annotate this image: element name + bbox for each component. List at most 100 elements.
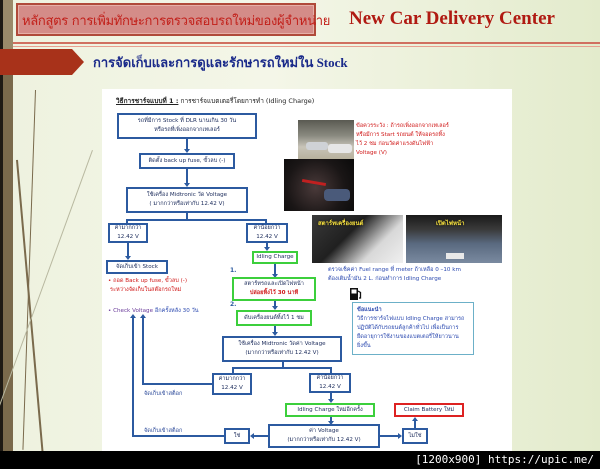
header-divider [13, 42, 600, 44]
flow-start-box: รถที่มีการ Stock ที่ DLR นานเกิน 30 วัน … [117, 113, 257, 139]
connector [126, 219, 266, 221]
step-number: 2. [230, 301, 237, 308]
connector [132, 435, 224, 437]
connector [274, 326, 276, 334]
flow-text: ไม่ใช่ [408, 432, 422, 439]
flow-step2-box: ดับเครื่องยนต์ทิ้งไว้ 1 ชม [236, 310, 312, 326]
method-description: การชาร์จแบตเตอรี่โดยการทำ (Idling Charge… [180, 97, 315, 105]
connector [186, 169, 188, 185]
flow-text: Idling Charge [256, 254, 294, 260]
arrow-down-icon [184, 183, 190, 187]
flow-text: ค่าน้อยกว่า [316, 375, 344, 381]
connector [274, 301, 276, 309]
brand-title: New Car Delivery Center [349, 8, 555, 29]
arrow-down-icon [125, 256, 131, 260]
decor-grass-line [22, 90, 36, 450]
bullet-text: • Check Voltage [108, 308, 154, 314]
arrow-up-icon [140, 314, 146, 318]
slide-edge [0, 0, 3, 451]
bullet-check-voltage: • Check Voltage อีกครั้งหลัง 30 วัน [108, 307, 199, 316]
flow-idling-again-box: Idling Charge ใหม่อีกครั้ง [285, 403, 375, 417]
connector [254, 435, 268, 437]
store-label: จัดเก็บเข้าสต็อก [144, 391, 183, 397]
connector [132, 317, 134, 437]
decor-grass-line [0, 150, 93, 433]
bullet-text: • ถอด Back up fuse, ขั้วลบ (-) [108, 278, 187, 284]
photo-caption: เปิดไฟหน้า [436, 220, 465, 227]
presentation-slide: หลักสูตร การเพิ่มทักษะการตรวจสอบรถใหม่ขอ… [0, 0, 600, 451]
photo-battery-fuse [284, 159, 354, 211]
connector [265, 219, 267, 224]
arrow-left-icon [250, 433, 254, 439]
flow-text: 12.42 V [117, 234, 139, 240]
decor-strip-left [3, 62, 13, 451]
caution-text: หรือมีการ Start รถยนต์ ให้จอดรถทิ้ง [356, 132, 445, 138]
tip-box: ข้อแนะนำ วิธีการชาร์จไฟแบบ Idling Charge… [352, 302, 474, 355]
connector [186, 213, 188, 220]
connector [380, 435, 398, 437]
flow-text: ปล่อยทิ้งไว้ 30 นาที [249, 290, 299, 296]
photo-start-engine: สตาร์ทเครื่องยนต์ [312, 215, 403, 263]
arrow-down-icon [272, 332, 278, 336]
tip-text: วิธีการชาร์จไฟแบบ Idling Charge สามารถ [357, 316, 465, 322]
connector [142, 317, 144, 385]
flow-fuse-box: ติดตั้ง back up fuse, ขั้วลบ (-) [139, 153, 235, 169]
caution-note: ข้อควรระวัง : ถ้ารถเพิ่งออกจากเทเลอร์ หร… [356, 122, 449, 158]
flow-text: (มากกว่าหรือเท่ากับ 12.42 V) [287, 437, 361, 443]
connector [127, 243, 129, 258]
watermark-text: [1200x900] https://upic.me/ [415, 453, 594, 466]
section-arrow-tab [0, 49, 84, 75]
flow-text: ใช้เครื่อง Midtronic วัดค่า Voltage [238, 341, 326, 347]
connector [232, 367, 332, 369]
flow-claim-battery-box: Claim Battery ใหม่ [394, 403, 464, 417]
caution-text: ไว้ 2 ชม ก่อนวัดค่าแรงดันไฟฟ้า [356, 141, 434, 147]
connector [330, 367, 332, 373]
arrow-down-icon [272, 274, 278, 278]
flow-text: 12.42 V [221, 385, 243, 391]
flow-idling-box: Idling Charge [252, 251, 298, 264]
arrow-right-icon [398, 433, 402, 439]
fuel-note-text: ต้องเติมน้ำมัน 2 L. ก่อนทำการ Idling Cha… [328, 276, 442, 282]
flow-text: ใช่ [233, 432, 241, 439]
flow-text: 12.42 V [256, 234, 278, 240]
flow-text: (มากกว่าหรือเท่ากับ 12.42 V) [245, 350, 319, 356]
connector [142, 383, 212, 385]
header-divider-thin [13, 46, 600, 47]
fuel-note-text: ตรวจเช็คค่า Fuel range ที่ meter ถ้าเหลื… [328, 267, 461, 273]
arrow-up-icon [412, 417, 418, 421]
tip-text: ยืดอายุการใช้งานของแบตเตอรี่ให้ยาวนาน [357, 334, 459, 340]
fuel-pump-icon [350, 286, 362, 300]
arrow-down-icon [328, 421, 334, 425]
connector [266, 243, 268, 249]
flow-text: รถที่มีการ Stock ที่ DLR นานเกิน 30 วัน [137, 118, 237, 124]
flow-step1-box: สตาร์ทรถและเปิดไฟหน้า ปล่อยทิ้งไว้ 30 นา… [232, 277, 316, 301]
flow-text: จัดเก็บเข้า Stock [116, 263, 158, 270]
course-title: หลักสูตร การเพิ่มทักษะการตรวจสอบรถใหม่ขอ… [22, 14, 331, 29]
tip-text: ยิ่งขึ้น [357, 343, 371, 349]
flow-text: Idling Charge ใหม่อีกครั้ง [297, 406, 363, 413]
flow-text: Claim Battery ใหม่ [403, 407, 455, 413]
arrow-down-icon [184, 149, 190, 153]
bullet-text: อีกครั้งหลัง 30 วัน [154, 308, 199, 314]
flow-text: ติดตั้ง back up fuse, ขั้วลบ (-) [148, 157, 226, 164]
flow-text: ใช้เครื่อง Midtronic วัด Voltage [146, 192, 228, 198]
connector [414, 420, 416, 428]
flow-yes-box: ใช่ [224, 428, 250, 444]
course-title-box [16, 3, 316, 36]
method-label: วิธีการชาร์จแบบที่ 1 : [116, 97, 179, 105]
flow-text: ค่า Voltage [309, 428, 339, 434]
arrow-down-icon [264, 247, 270, 251]
flow-less2-box: ค่าน้อยกว่า 12.42 V [309, 373, 351, 393]
arrow-up-icon [130, 314, 136, 318]
flowchart-document: วิธีการชาร์จแบบที่ 1 : การชาร์จแบตเตอรี่… [102, 89, 512, 451]
step-number: 1. [230, 267, 237, 274]
connector [330, 393, 332, 401]
flow-text: 12.42 V [319, 384, 341, 390]
bullet-text: ระหว่างจัดเก็บในสต๊อกรถใหม่ [110, 287, 182, 293]
flow-store-box: จัดเก็บเข้า Stock [106, 260, 168, 274]
decor-strip-top [3, 0, 13, 62]
flow-text: ค่ามากกว่า [218, 376, 246, 382]
flow-voltage-box: ค่า Voltage (มากกว่าหรือเท่ากับ 12.42 V) [268, 424, 380, 448]
connector [330, 417, 332, 423]
flow-text: หรือรถที่เพิ่งออกจากเทเลอร์ [154, 127, 220, 133]
